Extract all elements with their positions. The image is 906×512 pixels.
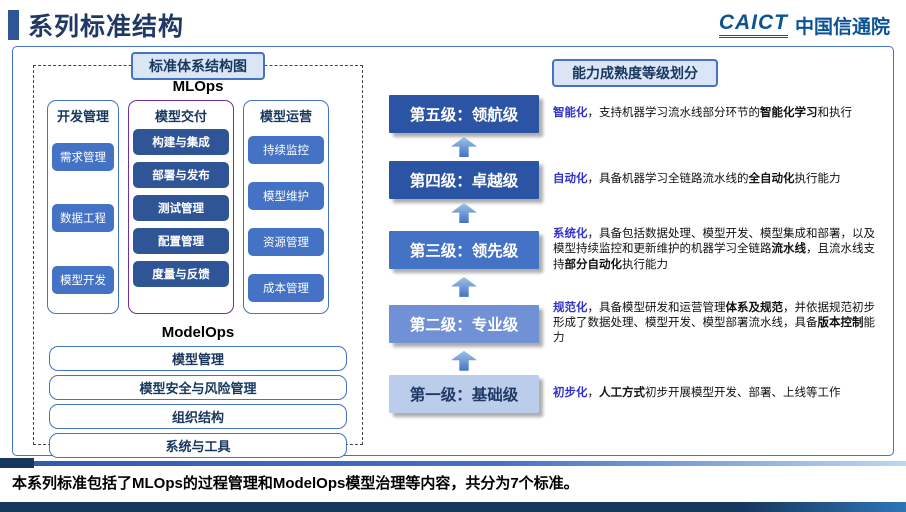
- title-accent-bar: [8, 10, 19, 40]
- page-title: 系列标准结构: [28, 13, 185, 41]
- process-node: 持续监控: [248, 135, 324, 164]
- process-node: 模型开发: [52, 265, 114, 294]
- modelops-bar: 模型管理: [49, 346, 347, 371]
- up-arrow-icon: [451, 276, 477, 297]
- level-box: 第五级：领航级: [389, 95, 539, 133]
- level-description: 初步化，人工方式初步开展模型开发、部署、上线等工作: [553, 387, 841, 400]
- modelops-bars: 模型管理模型安全与风险管理组织结构系统与工具: [47, 346, 349, 458]
- modelops-bar: 组织结构: [49, 404, 347, 429]
- modelops-heading: ModelOps: [161, 324, 235, 341]
- process-node: 构建与集成: [133, 129, 229, 155]
- level-description: 智能化，支持机器学习流水线部分环节的智能化学习和执行: [553, 107, 852, 120]
- up-arrow-icon: [451, 203, 477, 223]
- mlops-column-模型运营: 模型运营持续监控模型维护资源管理成本管理: [243, 100, 329, 314]
- maturity-panel: 能力成熟度等级划分 第五级：领航级 智能化，支持机器学习流水线部分环节的智能化学习…: [367, 51, 887, 451]
- right-panel-title: 能力成熟度等级划分: [552, 59, 718, 87]
- process-node: 测试管理: [133, 195, 229, 221]
- column-header: 模型运营: [259, 109, 312, 124]
- footer-summary: 本系列标准包括了MLOps的过程管理和ModelOps模型治理等内容，共分为7个…: [12, 475, 579, 492]
- mlops-column-开发管理: 开发管理需求管理数据工程模型开发: [47, 100, 119, 314]
- up-arrow-icon: [451, 350, 477, 371]
- process-node: 配置管理: [133, 228, 229, 254]
- arrow-row: [389, 273, 539, 301]
- caict-logo-chinese: 中国信通院: [794, 16, 890, 38]
- maturity-level-row: 第五级：领航级 智能化，支持机器学习流水线部分环节的智能化学习和执行: [389, 95, 881, 133]
- process-node: 资源管理: [248, 227, 324, 256]
- process-node: 成本管理: [248, 273, 324, 302]
- maturity-level-row: 第二级：专业级规范化，具备模型研发和运营管理体系及规范，并依据规范初步形成了数据…: [389, 301, 881, 347]
- arrow-row: [389, 199, 539, 227]
- level-box: 第一级：基础级: [389, 374, 539, 413]
- standard-structure-panel: 标准体系结构图 MLOps 开发管理需求管理数据工程模型开发模型交付构建与集成部…: [33, 52, 363, 458]
- column-items: 构建与集成部署与发布测试管理配置管理度量与反馈: [133, 129, 229, 308]
- slide-header: 系列标准结构 CAICT 中国信通院: [0, 0, 906, 46]
- column-header: 开发管理: [56, 109, 109, 124]
- level-description: 规范化，具备模型研发和运营管理体系及规范，并依据规范初步形成了数据处理、模型开发…: [553, 301, 875, 345]
- mlops-columns: 开发管理需求管理数据工程模型开发模型交付构建与集成部署与发布测试管理配置管理度量…: [47, 100, 349, 314]
- level-description: 自动化，具备机器学习全链路流水线的全自动化执行能力: [553, 173, 841, 186]
- maturity-levels: 第五级：领航级 智能化，支持机器学习流水线部分环节的智能化学习和执行第四级：卓越级…: [389, 95, 881, 413]
- caict-logo-latin: CAICT: [718, 12, 788, 38]
- mlops-column-模型交付: 模型交付构建与集成部署与发布测试管理配置管理度量与反馈: [128, 100, 234, 314]
- process-node: 需求管理: [52, 143, 114, 172]
- process-node: 部署与发布: [133, 162, 229, 188]
- level-box: 第二级：专业级: [389, 304, 539, 343]
- level-box: 第三级：领先级: [389, 230, 539, 269]
- level-box: 第四级：卓越级: [389, 161, 539, 199]
- maturity-level-row: 第三级：领先级系统化，具备包括数据处理、模型开发、模型集成和部署，以及模型持续监…: [389, 227, 881, 273]
- modelops-bar: 模型安全与风险管理: [49, 375, 347, 400]
- up-arrow-icon: [451, 137, 477, 157]
- main-content-frame: 标准体系结构图 MLOps 开发管理需求管理数据工程模型开发模型交付构建与集成部…: [12, 46, 894, 458]
- arrow-row: [389, 133, 539, 161]
- maturity-level-row: 第四级：卓越级 自动化，具备机器学习全链路流水线的全自动化执行能力: [389, 161, 881, 199]
- mlops-heading: MLOps: [172, 78, 224, 95]
- maturity-level-row: 第一级：基础级 初步化，人工方式初步开展模型开发、部署、上线等工作: [389, 374, 881, 413]
- arrow-row: [389, 347, 539, 375]
- column-items: 需求管理数据工程模型开发: [52, 129, 114, 308]
- process-node: 度量与反馈: [133, 261, 229, 287]
- process-node: 模型维护: [248, 181, 324, 210]
- left-panel-title: 标准体系结构图: [131, 52, 265, 80]
- column-header: 模型交付: [154, 109, 207, 124]
- column-items: 持续监控模型维护资源管理成本管理: [248, 129, 324, 308]
- modelops-bar: 系统与工具: [49, 433, 347, 458]
- title-block: 系列标准结构: [8, 7, 184, 43]
- process-node: 数据工程: [52, 204, 114, 233]
- bottom-accent-bar: [0, 502, 906, 512]
- level-description: 系统化，具备包括数据处理、模型开发、模型集成和部署，以及模型持续监控和更新维护的…: [553, 228, 875, 271]
- caict-logo: CAICT 中国信通院: [718, 12, 890, 39]
- footer-divider: [0, 458, 906, 468]
